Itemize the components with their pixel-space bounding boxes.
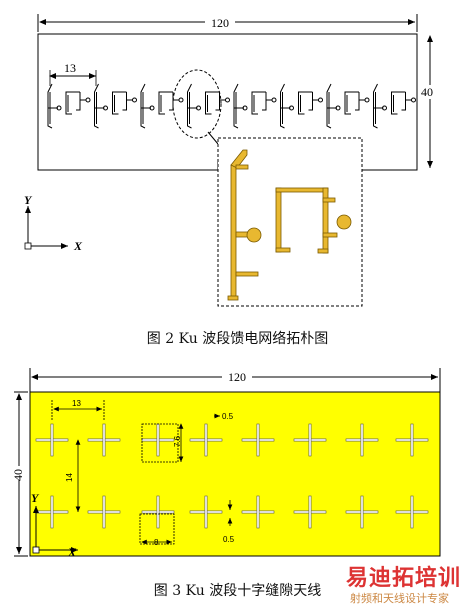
fig3-cell-dimension: 8 xyxy=(139,513,175,547)
fig2-height-label: 40 xyxy=(421,85,433,99)
fig2-axes: Y X xyxy=(24,193,83,253)
fig3-cell-label: 8 xyxy=(154,538,159,547)
fig2-zoom-stripline xyxy=(227,149,352,301)
fig2-feed-cell xyxy=(140,83,184,129)
fig3-cross-slot xyxy=(87,495,121,529)
fig2-unit-label: 13 xyxy=(64,61,76,75)
fig3-cross-slot xyxy=(345,423,379,457)
fig3-axes: Y X xyxy=(31,491,78,559)
fig3-cross-slot xyxy=(293,495,327,529)
fig3-cross-slot xyxy=(241,423,275,457)
fig3-axis-x-label: X xyxy=(67,545,77,559)
watermark-title: 易迪拓培训 xyxy=(346,566,462,591)
figure-2: 120 40 13 xyxy=(24,14,442,307)
fig3-cross-slot xyxy=(189,495,223,529)
fig3-cross-slot xyxy=(395,423,429,457)
fig3-height-dimension: 40 xyxy=(10,391,28,557)
fig3-height-label: 40 xyxy=(11,469,25,481)
fig2-zoom-detail xyxy=(217,137,363,307)
fig3-slot-width-label: 0.5 xyxy=(222,412,234,421)
fig3-board xyxy=(29,391,441,557)
fig3-cross-slot xyxy=(241,495,275,529)
fig3-cross-slot xyxy=(141,495,175,529)
fig3-slot-width-2-dimension: 0.5 xyxy=(223,500,235,544)
fig2-feed-cell xyxy=(47,83,91,129)
fig3-pitch-y-dimension: 14 xyxy=(65,439,81,512)
fig3-cross-slot xyxy=(293,423,327,457)
fig2-height-dimension: 40 xyxy=(420,35,442,168)
fig2-feed-cell xyxy=(373,83,416,129)
fig3-slot-width-2-label: 0.5 xyxy=(223,535,235,544)
fig2-feed-cell xyxy=(187,83,230,129)
fig2-feed-cell xyxy=(326,83,370,129)
fig2-width-label: 120 xyxy=(211,16,229,30)
fig2-feed-cells xyxy=(47,83,416,129)
fig2-axis-x-label: X xyxy=(73,239,83,253)
fig3-pitch-y-label: 14 xyxy=(65,473,74,482)
fig3-cross-slot xyxy=(87,423,121,457)
fig2-caption: 图 2 Ku 波段馈电网络拓朴图 xyxy=(146,331,329,347)
fig3-cross-slot xyxy=(345,495,379,529)
fig2-feed-cell xyxy=(233,83,277,129)
fig3-pitch-x-label: 13 xyxy=(72,399,81,408)
fig3-axis-y-label: Y xyxy=(31,491,40,505)
watermark-subtitle: 射频和天线设计专家 xyxy=(350,592,449,605)
fig3-cross-slot xyxy=(35,423,69,457)
fig2-highlight-ellipse xyxy=(172,69,222,139)
fig3-cross-slot xyxy=(395,495,429,529)
fig3-slot-length-dimension: 7.6 xyxy=(141,423,184,463)
fig3-width-dimension: 120 xyxy=(29,368,441,392)
fig3-pitch-x-dimension: 13 xyxy=(51,399,105,420)
fig2-width-dimension: 120 xyxy=(37,14,418,32)
fig3-slot-length-label: 7.6 xyxy=(173,435,182,447)
fig3-slot-width-dimension: 0.5 xyxy=(214,412,234,421)
fig3-cross-slot xyxy=(189,423,223,457)
fig2-feed-cell xyxy=(94,83,137,129)
figure-3: 120 40 13 14 7.6 xyxy=(10,368,441,559)
fig3-caption: 图 3 Ku 波段十字缝隙天线 xyxy=(153,583,322,599)
fig2-axis-y-label: Y xyxy=(24,193,33,207)
fig3-cross-slots xyxy=(35,423,429,529)
fig3-width-label: 120 xyxy=(228,370,246,384)
fig2-unit-dimension: 13 xyxy=(49,61,97,86)
fig2-feed-cell xyxy=(280,83,323,129)
